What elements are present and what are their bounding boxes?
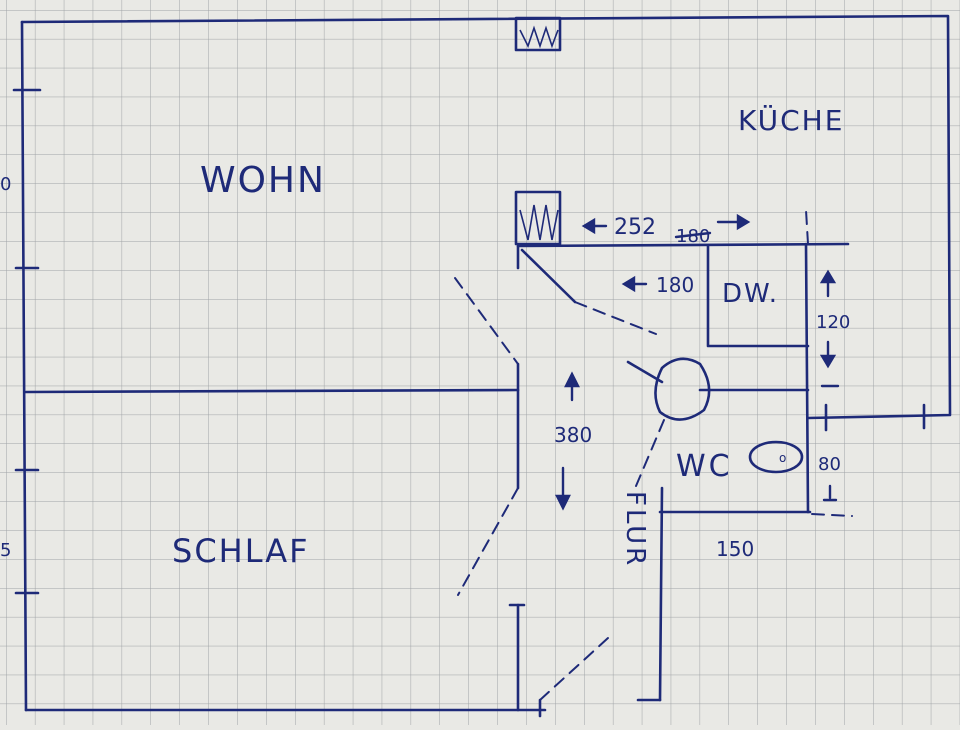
hall-wall-right [658, 486, 664, 702]
toilet-label: o [779, 451, 786, 465]
toilet-icon [748, 440, 804, 474]
arrowhead [819, 354, 837, 369]
dimension-kitchen-depth: 120 [816, 312, 850, 333]
stove-counter [514, 190, 562, 246]
door-swing [635, 419, 665, 487]
arrowhead [621, 275, 636, 293]
wc-wall-right [804, 242, 810, 514]
arrowhead [555, 494, 571, 511]
dimension-hall-length: 380 [554, 423, 592, 447]
outer-wall [20, 14, 952, 420]
arrowhead [564, 371, 580, 388]
room-label-flur: FLUR [620, 491, 650, 568]
dimension-kitchen-width: 252 [614, 215, 656, 240]
struck-value-line [674, 231, 712, 239]
margin-label-upper: 0 [0, 174, 11, 195]
door-swing [805, 209, 809, 245]
dimension-counter: 180 [656, 273, 694, 297]
room-label-wc: WC [676, 449, 733, 484]
door-swing [811, 513, 853, 517]
dishwasher-box [706, 244, 810, 348]
margin-label-lower: 5 [0, 540, 11, 561]
washbasin-icon [654, 357, 711, 421]
dimension-wc-depth: 80 [818, 454, 841, 475]
arrowhead [819, 269, 837, 284]
arrowhead [736, 213, 751, 231]
stove-hatching [519, 204, 559, 241]
room-label-wohn: WOHN [200, 160, 326, 201]
door-swing [574, 301, 657, 335]
dimension-kitchen-width-struck: 180 [676, 226, 710, 247]
door-swing [454, 277, 519, 365]
kitchen-wall-diagonal [520, 248, 577, 304]
dimension-wc-width: 150 [716, 537, 754, 561]
room-label-schlaf: SCHLAF [172, 532, 310, 570]
left-wall [20, 20, 28, 712]
washbasin-tap [626, 360, 664, 384]
door-swing [457, 487, 519, 596]
room-label-kueche: KÜCHE [738, 103, 844, 137]
partition-wall [24, 388, 520, 394]
arrowhead [581, 217, 596, 235]
stove-top [514, 16, 562, 52]
kitchen-wall [516, 242, 850, 248]
stove-hatching [519, 25, 559, 49]
dishwasher-label: DW. [722, 279, 779, 309]
door-swing [539, 637, 609, 701]
